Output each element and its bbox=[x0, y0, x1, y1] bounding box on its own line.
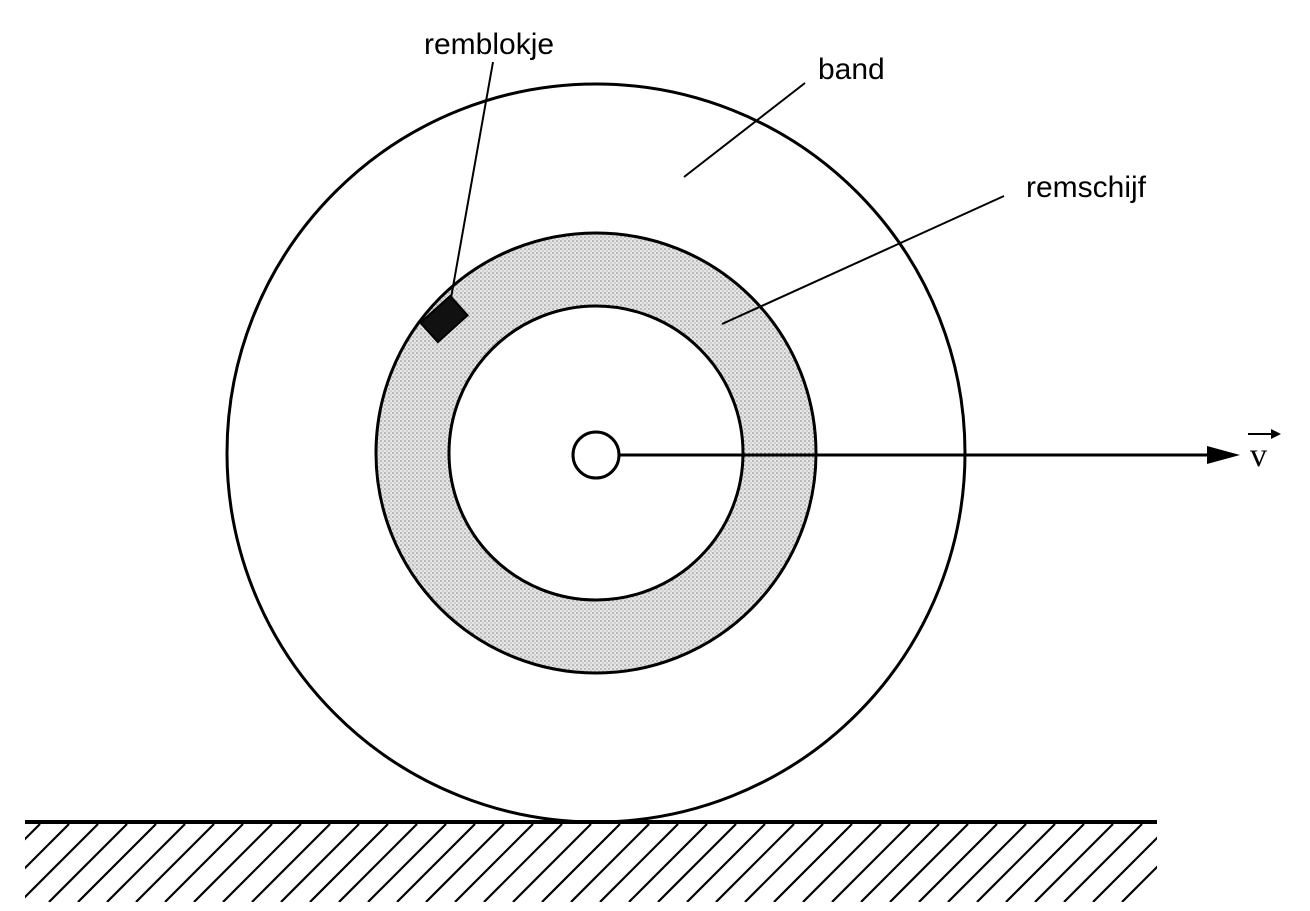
hatch-line bbox=[25, 823, 99, 899]
remschijf-leader bbox=[721, 195, 1005, 325]
velocity-label-arrow-tip bbox=[1271, 429, 1281, 439]
remblokje-pad bbox=[419, 294, 469, 344]
remschijf-disc bbox=[375, 232, 816, 674]
velocity-arrow-head bbox=[1207, 446, 1240, 464]
label-velocity: v bbox=[1250, 437, 1267, 474]
hatch-line bbox=[570, 823, 650, 902]
hatch-line bbox=[25, 823, 70, 870]
hatch-line bbox=[947, 823, 1027, 902]
hatch-line bbox=[831, 823, 911, 902]
hatch-line bbox=[280, 823, 360, 902]
hatch-line bbox=[425, 823, 505, 902]
remschijf-inner-edge bbox=[447, 304, 745, 602]
hatch-line bbox=[657, 823, 737, 902]
hatch-line bbox=[338, 823, 418, 902]
hatch-line bbox=[599, 823, 679, 902]
label-band: band bbox=[818, 53, 885, 86]
hatch-line bbox=[164, 823, 244, 902]
hatch-line bbox=[48, 823, 128, 902]
axle bbox=[571, 430, 621, 480]
hatch-line bbox=[1092, 836, 1157, 902]
label-remschijf: remschijf bbox=[1026, 171, 1147, 204]
hatch-line bbox=[309, 823, 389, 902]
hatch-line bbox=[744, 823, 824, 902]
hatch-line bbox=[106, 823, 186, 902]
hatch-line bbox=[976, 823, 1056, 902]
hatch-line bbox=[1005, 823, 1085, 902]
hatch-line bbox=[483, 823, 563, 902]
ground-hatching bbox=[25, 823, 1157, 902]
hatch-line bbox=[367, 823, 447, 902]
label-remblokje: remblokje bbox=[424, 28, 554, 61]
hatch-line bbox=[454, 823, 534, 902]
hatch-line bbox=[135, 823, 215, 902]
hatch-line bbox=[193, 823, 273, 902]
hatch-line bbox=[1034, 823, 1114, 902]
remblokje-leader bbox=[450, 61, 494, 299]
hatch-line bbox=[889, 823, 969, 902]
hatch-line bbox=[541, 823, 621, 902]
hatch-line bbox=[222, 823, 302, 902]
hatch-line bbox=[396, 823, 476, 902]
hatch-line bbox=[77, 823, 157, 902]
hatch-line bbox=[512, 823, 592, 902]
remschijf-outer-edge bbox=[374, 231, 818, 675]
hatch-line bbox=[802, 823, 882, 902]
hatch-line bbox=[860, 823, 940, 902]
hatch-line bbox=[773, 823, 853, 902]
hatch-line bbox=[1063, 823, 1143, 902]
hatch-line bbox=[1121, 865, 1157, 902]
hatch-line bbox=[251, 823, 331, 902]
hatch-line bbox=[918, 823, 998, 902]
band-leader bbox=[683, 82, 806, 178]
hatch-line bbox=[25, 823, 41, 841]
hatch-line bbox=[628, 823, 708, 902]
hatch-line bbox=[715, 823, 795, 902]
hatch-line bbox=[686, 823, 766, 902]
